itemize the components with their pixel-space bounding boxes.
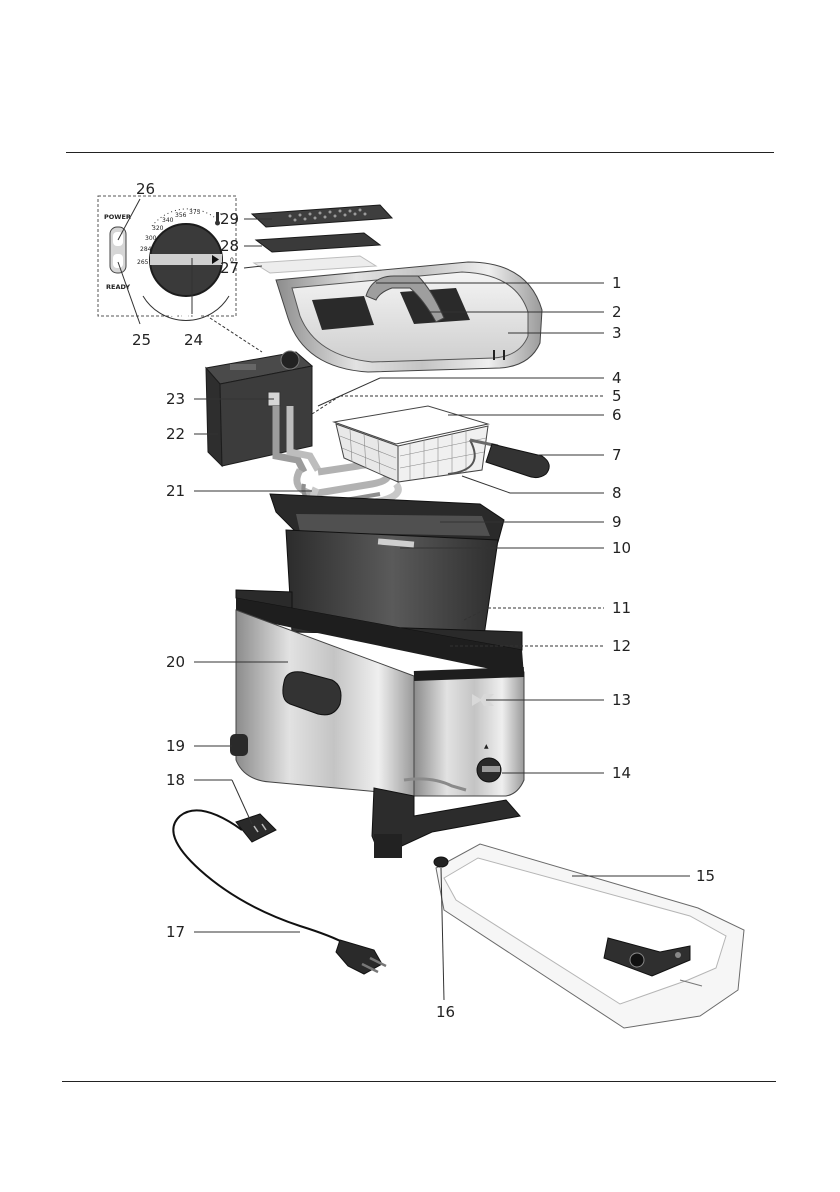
callout-15: 15	[696, 867, 715, 885]
callout-24: 24	[184, 331, 203, 349]
lid-window-left	[312, 296, 374, 330]
wall-plug	[336, 940, 386, 974]
callout-20: 20	[166, 653, 185, 671]
callout-2: 2	[612, 303, 622, 321]
foot-front	[374, 834, 402, 858]
dial-tick-375: 375	[189, 209, 201, 216]
callout-14: 14	[612, 764, 631, 782]
callout-8: 8	[612, 484, 622, 502]
detail-connector	[210, 318, 262, 352]
callout-27: 27	[220, 259, 239, 277]
housing: ▲	[230, 590, 524, 858]
charcoal-filter	[256, 233, 380, 252]
dial-tick-320: 320	[152, 225, 164, 232]
tray-foot	[434, 857, 448, 867]
callout-16: 16	[436, 1003, 455, 1021]
ready-light	[113, 254, 123, 268]
power-label: POWER	[104, 213, 131, 221]
callout-10: 10	[612, 539, 631, 557]
callout-6: 6	[612, 406, 622, 424]
dial-tick-284: 284	[140, 246, 152, 253]
filter-cover	[252, 205, 392, 227]
drain-mark: ▲	[484, 743, 489, 750]
callout-21: 21	[166, 482, 185, 500]
basket-handle[interactable]	[486, 444, 549, 478]
callout-28: 28	[220, 237, 239, 255]
callout-22: 22	[166, 425, 185, 443]
dial-grip	[150, 254, 222, 265]
control-unit	[206, 351, 398, 512]
dial-tick-300: 300	[145, 235, 157, 242]
callout-19: 19	[166, 737, 185, 755]
callout-5: 5	[612, 387, 622, 405]
callout-11: 11	[612, 599, 631, 617]
callout-9: 9	[612, 513, 622, 531]
callout-17: 17	[166, 923, 185, 941]
callout-12: 12	[612, 637, 631, 655]
callout-26: 26	[136, 180, 155, 198]
permanent-filter	[254, 256, 376, 273]
foot	[230, 734, 248, 756]
callout-4: 4	[612, 369, 622, 387]
dial-tick-265: 265	[137, 259, 149, 266]
callout-3: 3	[612, 324, 622, 342]
lid	[276, 262, 542, 372]
callout-25: 25	[132, 331, 151, 349]
magnetic-plug[interactable]	[236, 814, 276, 842]
dial-tick-340: 340	[162, 217, 174, 224]
power-cord	[173, 810, 386, 974]
callout-7: 7	[612, 446, 622, 464]
callout-23: 23	[166, 390, 185, 408]
callout-13: 13	[612, 691, 631, 709]
frying-basket	[334, 406, 549, 482]
dial-tick-356: 356	[175, 212, 187, 219]
callout-29: 29	[220, 210, 239, 228]
callout-1: 1	[612, 274, 622, 292]
callout-18: 18	[166, 771, 185, 789]
